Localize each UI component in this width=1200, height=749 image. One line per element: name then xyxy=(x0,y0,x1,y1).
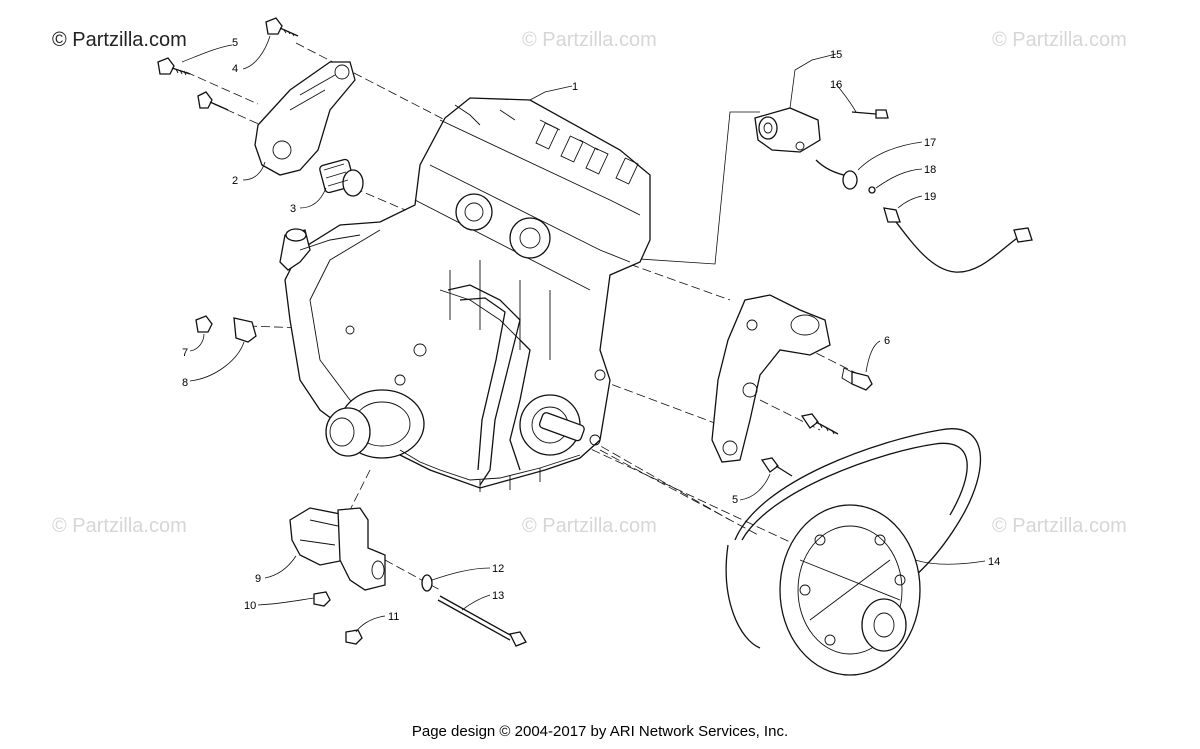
watermark: © Partzilla.com xyxy=(522,29,657,51)
screw-16 xyxy=(851,109,889,119)
long-bolt-13 xyxy=(437,595,527,647)
watermark: © Partzilla.com xyxy=(992,29,1127,51)
nut-11 xyxy=(345,629,363,645)
bolt-middle xyxy=(800,413,839,435)
watermark: © Partzilla.com xyxy=(992,515,1127,537)
rubber-mount xyxy=(319,158,364,197)
callout-12: 12 xyxy=(492,563,504,575)
callout-18: 18 xyxy=(924,164,936,176)
callout-8: 8 xyxy=(182,377,188,389)
callout-17: 17 xyxy=(924,137,936,149)
nut-10 xyxy=(313,591,331,607)
callout-2: 2 xyxy=(232,175,238,187)
callout-1: 1 xyxy=(572,81,578,93)
callout-13: 13 xyxy=(492,590,504,602)
drive-belt xyxy=(725,428,982,649)
sensor-17 xyxy=(815,159,858,190)
callout-19: 19 xyxy=(924,191,936,203)
nut-7 xyxy=(195,315,213,333)
callout-11: 11 xyxy=(388,611,399,623)
lower-mount xyxy=(289,507,386,591)
bolt-5-right xyxy=(760,457,793,477)
watermark-main: © Partzilla.com xyxy=(52,29,187,51)
mount-plate xyxy=(711,294,831,463)
callout-10: 10 xyxy=(244,600,256,612)
callout-16: 16 xyxy=(830,79,842,91)
harness-19 xyxy=(883,207,1033,273)
footer-copyright: Page design © 2004-2017 by ARI Network S… xyxy=(412,723,788,740)
sensor-housing xyxy=(754,107,821,153)
bolt-washer xyxy=(197,91,229,111)
engine-assembly xyxy=(279,97,651,492)
callout-4: 4 xyxy=(232,63,238,75)
callout-5-top: 5 xyxy=(232,37,238,49)
watermark: © Partzilla.com xyxy=(522,515,657,537)
callout-7: 7 xyxy=(182,347,188,359)
callout-15: 15 xyxy=(830,49,842,61)
leader-lines xyxy=(181,35,986,633)
bolt-5-top xyxy=(157,57,191,76)
bolt-4 xyxy=(265,17,299,37)
callout-5-right: 5 xyxy=(732,494,738,506)
washer-12 xyxy=(421,574,433,592)
callout-6: 6 xyxy=(884,335,890,347)
callout-14: 14 xyxy=(988,556,1000,568)
callout-9: 9 xyxy=(255,573,261,585)
clamp-8 xyxy=(233,317,257,343)
callout-3: 3 xyxy=(290,203,296,215)
drive-clutch xyxy=(779,504,921,676)
oring-18 xyxy=(868,186,876,194)
watermark: © Partzilla.com xyxy=(52,515,187,537)
bolt-6 xyxy=(841,367,873,391)
engine-mount-bracket xyxy=(254,61,356,176)
callout-labels: 1 2 3 4 5 5 6 7 8 9 10 11 12 13 14 15 16… xyxy=(182,37,1000,623)
